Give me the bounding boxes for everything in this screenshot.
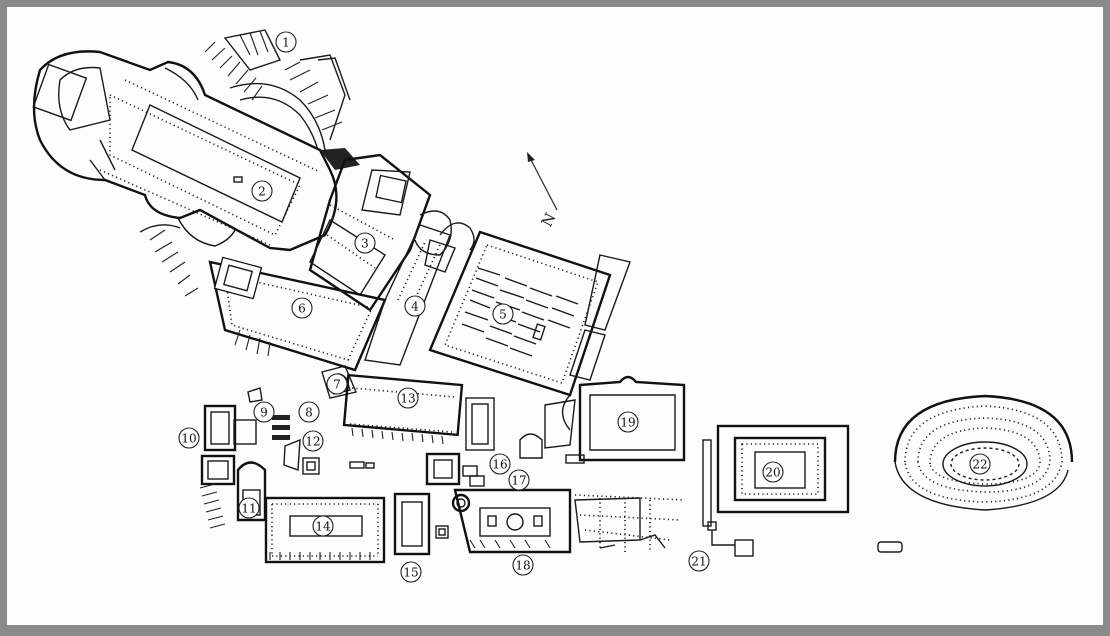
site-marker-circle — [404, 295, 426, 317]
site-marker-label: 22 — [972, 458, 987, 472]
site-marker-19: 19 — [617, 411, 639, 433]
site-marker-label: 9 — [260, 406, 268, 420]
site-marker-label: 1 — [282, 36, 290, 50]
plan-temple-20 — [702, 424, 850, 557]
plan-house-vestals — [453, 488, 686, 554]
site-marker-5: 5 — [492, 303, 514, 325]
site-marker-label: 16 — [492, 458, 507, 472]
site-marker-circle — [253, 401, 275, 423]
site-marker-12: 12 — [302, 430, 324, 452]
site-marker-circle — [275, 31, 297, 53]
plan-basilica-aemilia — [342, 373, 495, 451]
site-marker-circle — [302, 430, 324, 452]
site-marker-circle — [326, 373, 348, 395]
site-marker-label: 3 — [361, 237, 369, 251]
plan-colosseum — [893, 394, 1074, 511]
site-marker-22: 22 — [969, 453, 991, 475]
site-marker-circle — [492, 303, 514, 325]
site-marker-10: 10 — [178, 427, 200, 449]
north-arrow: N — [527, 152, 560, 230]
site-marker-15: 15 — [400, 561, 422, 583]
site-marker-3: 3 — [354, 232, 376, 254]
site-marker-11: 11 — [238, 497, 260, 519]
site-marker-circle — [251, 180, 273, 202]
north-label: N — [538, 210, 560, 230]
site-marker-label: 17 — [511, 474, 526, 488]
site-marker-circle — [688, 550, 710, 572]
site-marker-17: 17 — [508, 469, 530, 491]
site-marker-circle — [512, 554, 534, 576]
site-marker-7: 7 — [326, 373, 348, 395]
site-marker-label: 15 — [403, 566, 418, 580]
site-marker-label: 12 — [305, 435, 320, 449]
site-marker-6: 6 — [291, 297, 313, 319]
plan-temple-15 — [393, 492, 449, 556]
site-marker-circle — [354, 232, 376, 254]
site-marker-label: 18 — [515, 559, 530, 573]
plan-forum-transitorium — [364, 224, 456, 366]
site-marker-1: 1 — [275, 31, 297, 53]
site-marker-circle — [508, 469, 530, 491]
plan-forum-caesar — [139, 224, 387, 372]
site-marker-label: 7 — [333, 378, 341, 392]
site-marker-9: 9 — [253, 401, 275, 423]
site-marker-14: 14 — [312, 515, 334, 537]
plan-forum-trajan — [32, 50, 338, 252]
site-marker-circle — [400, 561, 422, 583]
plan-comitium — [199, 387, 375, 529]
site-marker-circle — [298, 401, 320, 423]
site-marker-18: 18 — [512, 554, 534, 576]
site-marker-label: 13 — [400, 392, 415, 406]
site-marker-label: 4 — [411, 300, 419, 314]
site-marker-circle — [291, 297, 313, 319]
site-marker-label: 11 — [241, 502, 256, 516]
site-marker-label: 20 — [765, 466, 780, 480]
site-marker-20: 20 — [762, 461, 784, 483]
site-marker-circle — [617, 411, 639, 433]
site-marker-label: 19 — [620, 416, 635, 430]
site-marker-label: 8 — [305, 406, 313, 420]
plan-temple-19 — [519, 375, 686, 464]
site-marker-label: 6 — [298, 302, 306, 316]
site-marker-circle — [178, 427, 200, 449]
site-marker-circle — [238, 497, 260, 519]
site-marker-circle — [969, 453, 991, 475]
site-marker-label: 14 — [315, 520, 331, 534]
site-marker-16: 16 — [489, 453, 511, 475]
site-marker-circle — [489, 453, 511, 475]
site-marker-label: 10 — [181, 432, 196, 446]
site-marker-13: 13 — [397, 387, 419, 409]
plan-markets — [204, 29, 360, 170]
site-marker-label: 5 — [499, 308, 507, 322]
site-marker-label: 21 — [691, 555, 706, 569]
plan-templum-pacis — [428, 222, 631, 397]
site-marker-circle — [762, 461, 784, 483]
plan-small-structure — [877, 541, 903, 553]
site-marker-2: 2 — [251, 180, 273, 202]
site-marker-circle — [397, 387, 419, 409]
plan-temple-16 — [425, 452, 485, 513]
site-marker-21: 21 — [688, 550, 710, 572]
site-marker-8: 8 — [298, 401, 320, 423]
site-marker-circle — [312, 515, 334, 537]
site-marker-label: 2 — [258, 185, 266, 199]
site-marker-4: 4 — [404, 295, 426, 317]
